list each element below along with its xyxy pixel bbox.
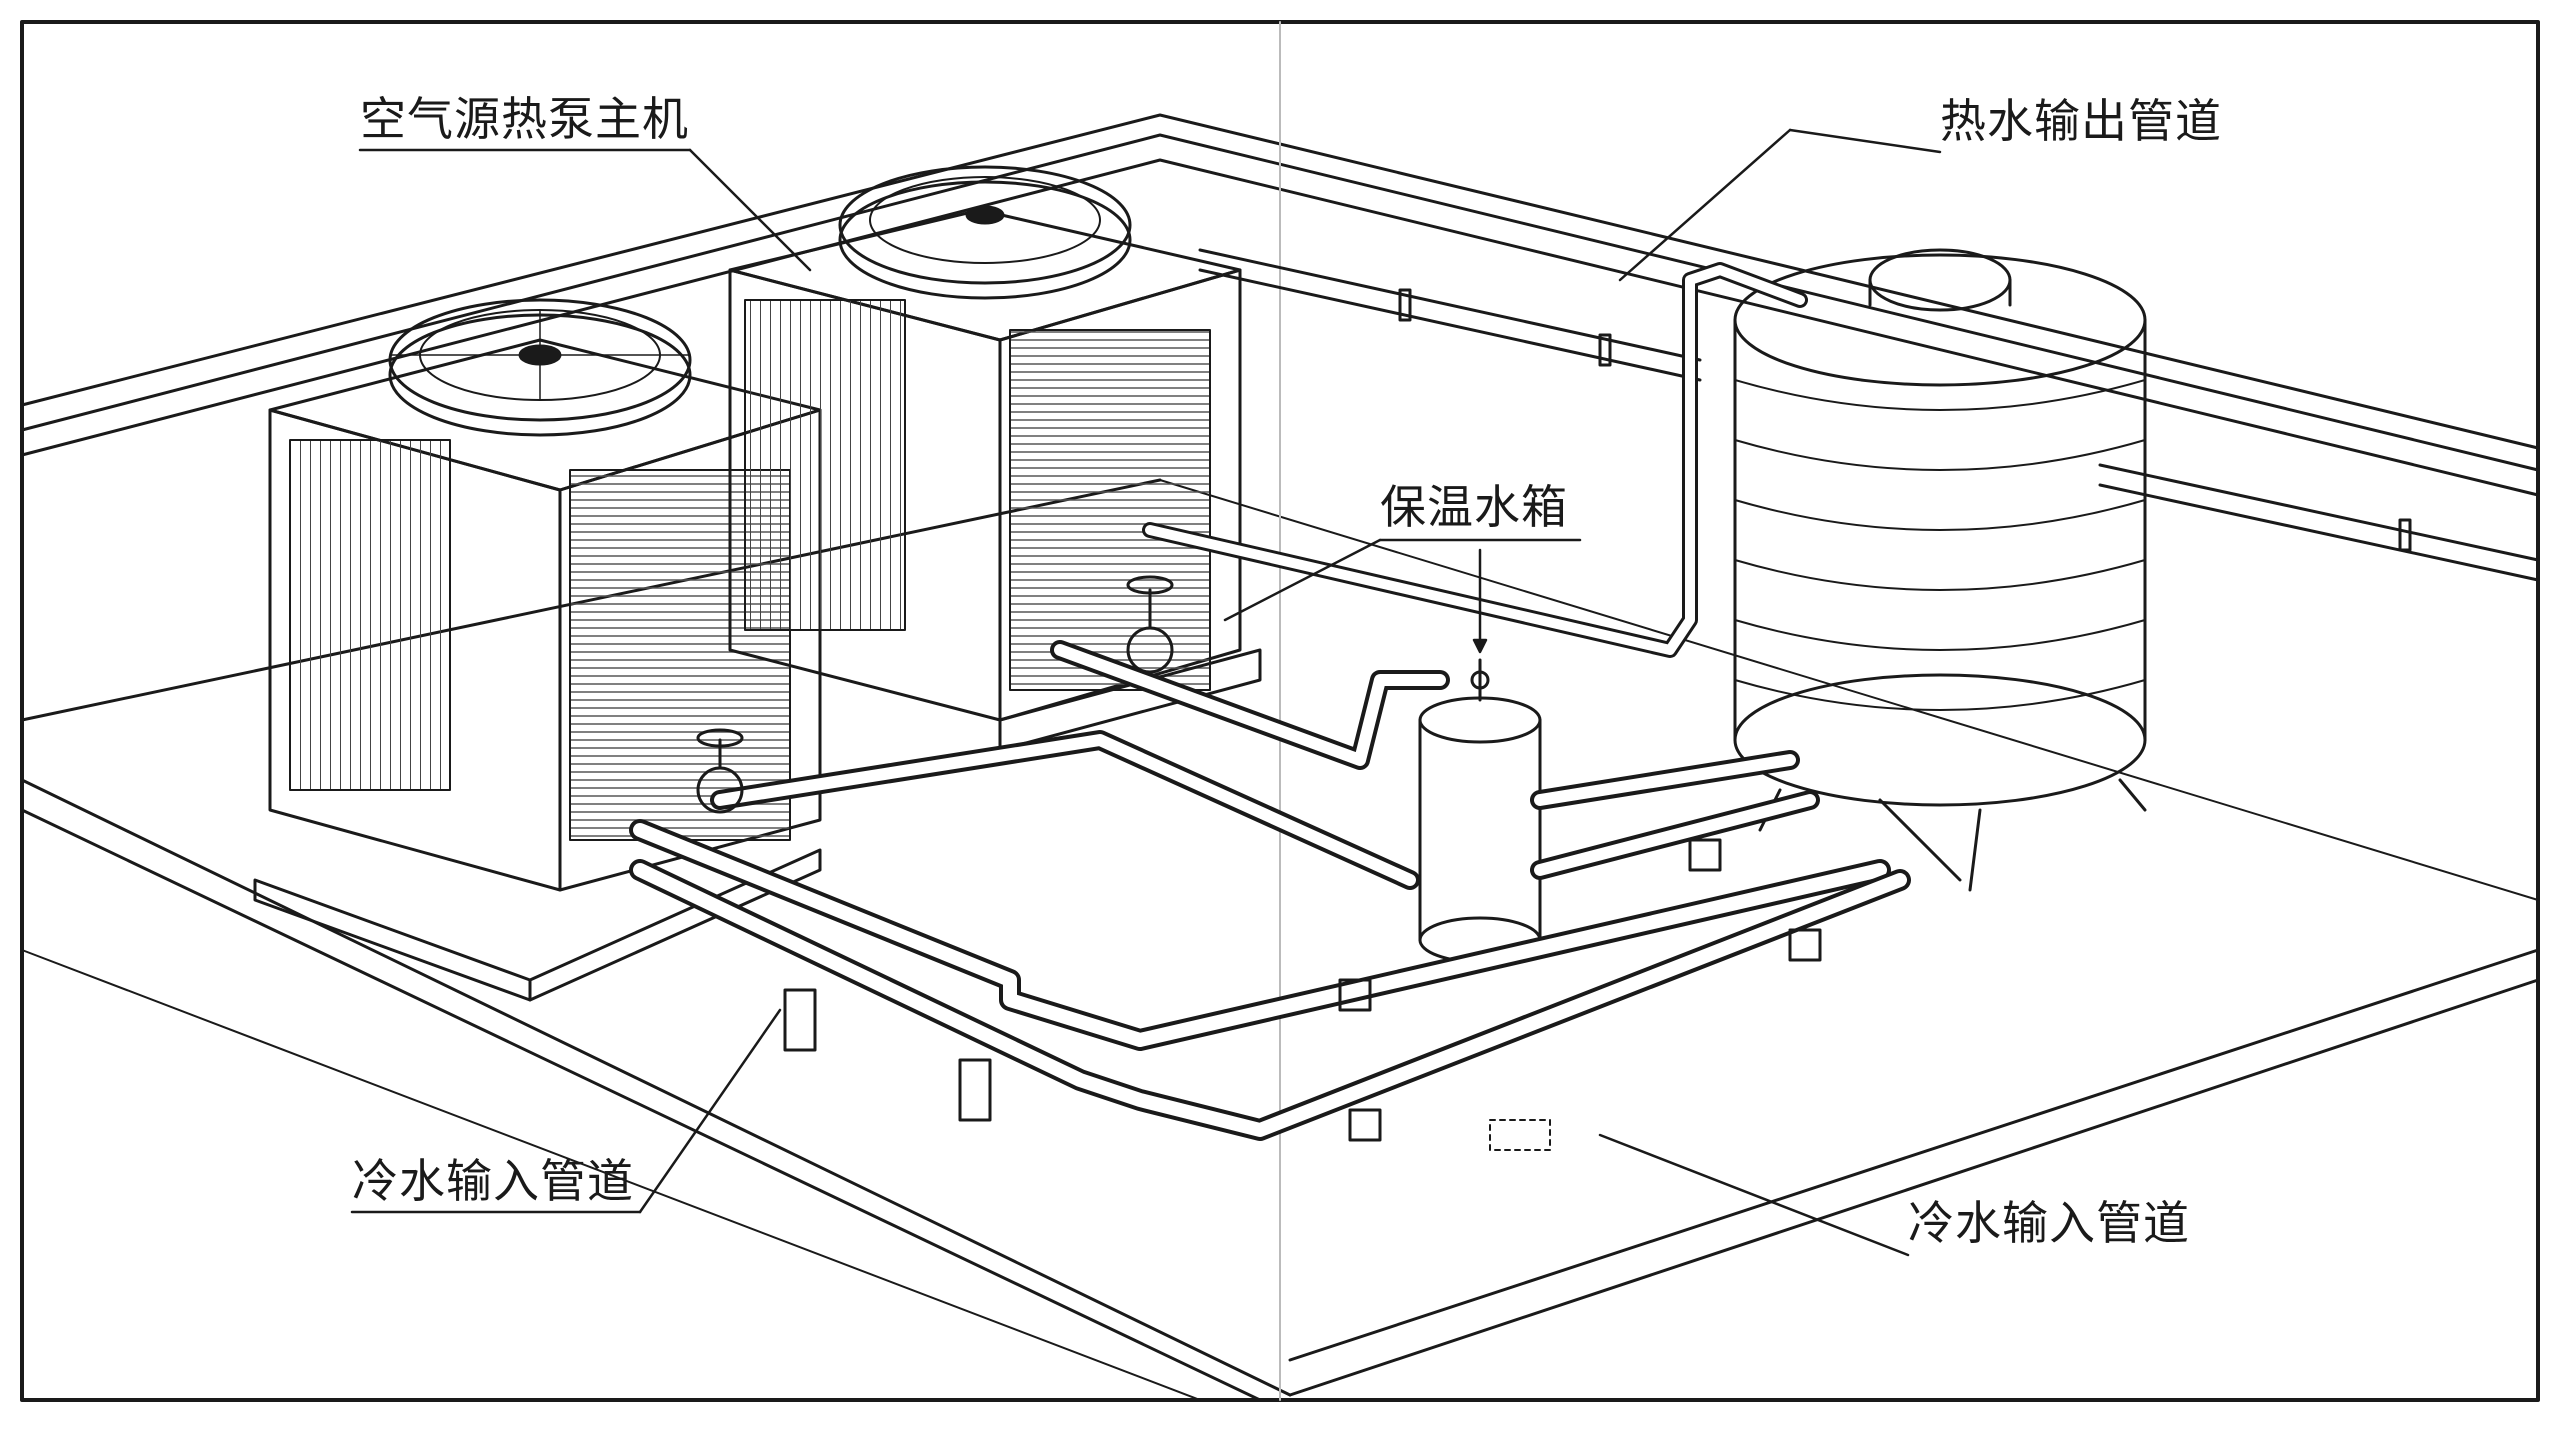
leader-lines	[350, 128, 1942, 1257]
heat-pump-unit-back	[728, 165, 1262, 752]
label-hot-water-outlet: 热水输出管道	[1940, 94, 2222, 148]
insulated-tank-vessel	[1418, 658, 1542, 964]
label-heat-pump-unit: 空气源热泵主机	[360, 92, 689, 146]
roof-slab	[20, 21, 2540, 1402]
valves	[696, 575, 1174, 814]
floor-drain	[1489, 1119, 1551, 1151]
label-cold-water-inlet-left: 冷水输入管道	[352, 1154, 634, 1208]
label-insulated-tank: 保温水箱	[1380, 480, 1568, 534]
label-cold-water-inlet-right: 冷水输入管道	[1908, 1196, 2190, 1250]
hot-water-pipe	[1142, 262, 1808, 658]
wall-rail	[1198, 248, 2540, 582]
pipe-network	[629, 640, 1911, 1141]
pipe-supports	[783, 838, 1822, 1142]
